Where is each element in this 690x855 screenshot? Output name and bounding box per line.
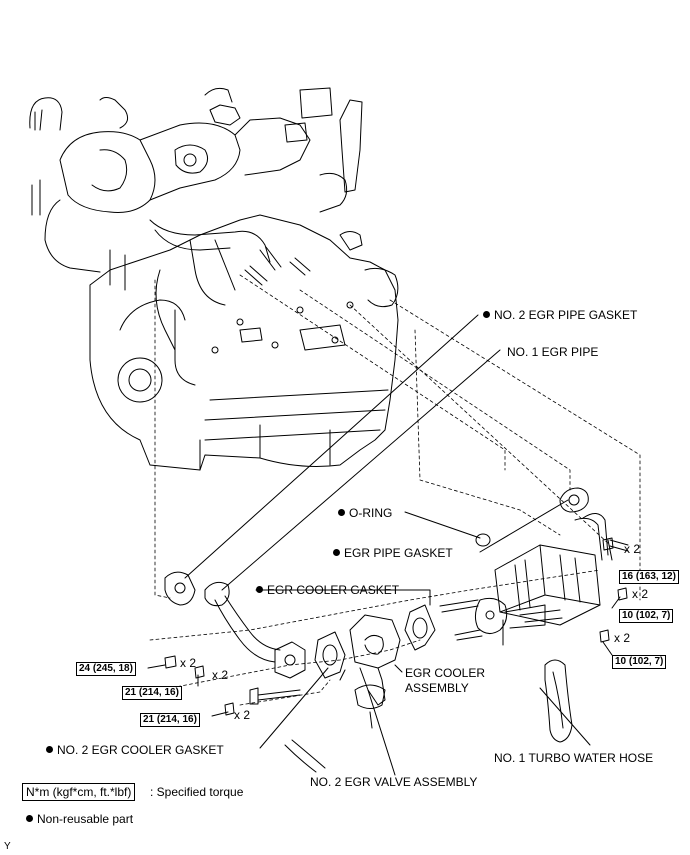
egr-cooler-assembly-part	[439, 513, 609, 641]
legend-torque-desc: : Specified torque	[150, 785, 244, 799]
non-reusable-bullet-icon	[26, 815, 33, 822]
o-ring-part	[475, 533, 491, 547]
label-egr-cooler-gasket: EGR COOLER GASKET	[256, 583, 399, 597]
label-o-ring: O-RING	[338, 506, 392, 520]
label-no2-egr-valve-assembly: NO. 2 EGR VALVE ASSEMBLY	[310, 775, 478, 789]
torque-box-6: 21 (214, 16)	[140, 713, 200, 727]
quantity-label-6: x 2	[234, 708, 251, 722]
label-no2-egr-cooler-gasket: NO. 2 EGR COOLER GASKET	[46, 743, 224, 757]
dashed-alignment-lines	[149, 274, 641, 706]
small-hose-part	[284, 739, 326, 773]
label-no2-egr-pipe-gasket: NO. 2 EGR PIPE GASKET	[483, 308, 637, 322]
legend-nonreusable: Non-reusable part	[26, 812, 133, 826]
torque-box-2: 10 (102, 7)	[619, 609, 674, 623]
torque-box-3: 10 (102, 7)	[612, 655, 667, 669]
quantity-label-1: x 2	[624, 542, 641, 556]
torque-box-1: 16 (163, 12)	[619, 570, 679, 584]
non-reusable-bullet-icon	[483, 311, 490, 318]
label-egr-cooler-assembly: EGR COOLER	[405, 666, 486, 680]
bolts-and-nuts	[164, 537, 629, 716]
quantity-label-4: x 2	[180, 656, 197, 670]
torque-box-4: 24 (245, 18)	[76, 662, 136, 676]
label-egr-cooler-assembly-2: ASSEMBLY	[405, 681, 469, 695]
label-egr-pipe-gasket: EGR PIPE GASKET	[333, 546, 453, 560]
no2-egr-cooler-gasket-part	[314, 631, 346, 679]
label-no1-turbo-water-hose: NO. 1 TURBO WATER HOSE	[494, 751, 654, 765]
no2-egr-pipe-gasket-part	[164, 571, 196, 606]
non-reusable-bullet-icon	[333, 549, 340, 556]
non-reusable-bullet-icon	[46, 746, 53, 753]
non-reusable-bullet-icon	[338, 509, 345, 516]
no1-turbo-water-hose-part	[544, 659, 573, 743]
no2-egr-valve-assembly-part	[339, 614, 403, 729]
non-reusable-bullet-icon	[256, 586, 263, 593]
quantity-label-3: x 2	[614, 631, 631, 645]
legend-torque-unit: N*m (kgf*cm, ft.*lbf)	[22, 783, 136, 801]
label-no1-egr-pipe: NO. 1 EGR PIPE	[507, 345, 599, 359]
no1-egr-pipe-part	[204, 581, 306, 679]
egr-pipe-gasket-part	[559, 487, 589, 513]
engine-block-illustration	[29, 87, 399, 471]
quantity-label-2: x 2	[632, 587, 649, 601]
corner-mark: Y	[4, 841, 11, 852]
leader-lines	[147, 314, 621, 776]
quantity-label-5: x 2	[212, 668, 229, 682]
torque-box-5: 21 (214, 16)	[122, 686, 182, 700]
egr-cooler-gasket-part	[404, 604, 436, 651]
